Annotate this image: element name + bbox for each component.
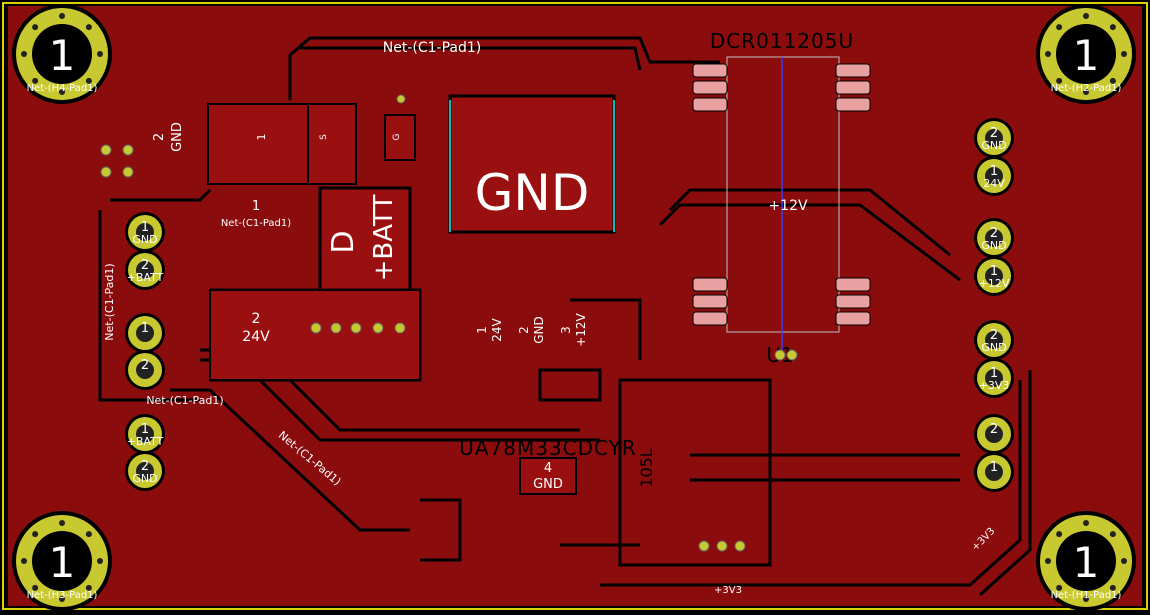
pad1-24v-name: 24V	[490, 317, 504, 341]
pad-name: GND	[981, 341, 1006, 354]
pad-number: 1	[990, 264, 998, 279]
gnd-pad-large	[448, 94, 616, 234]
pad-number: 2	[990, 226, 998, 241]
hole-net-label: Net-(H3-Pad1)	[27, 590, 98, 601]
pad2-gnd-name: GND	[532, 316, 546, 344]
l05-label: 105L	[637, 448, 656, 488]
pad2-24v-number: 2	[252, 311, 261, 327]
net-c1-top-label: Net-(C1-Pad1)	[383, 40, 481, 56]
s-label: S	[319, 134, 329, 140]
pad3-name: +12V	[574, 312, 588, 346]
hole-number: 1	[49, 31, 76, 80]
pad-1-a-number: 1	[255, 134, 268, 141]
connector-left-pad: 1	[125, 313, 165, 353]
pad-block-1	[207, 103, 309, 185]
pad-name: GND	[981, 139, 1006, 152]
pad-name: 24V	[983, 177, 1005, 190]
pad-number: 1	[141, 220, 149, 235]
pad-number: 1	[990, 366, 998, 381]
batt-pad	[318, 186, 412, 292]
connector-right-pad: 1	[974, 452, 1014, 492]
dcr-outline	[726, 56, 840, 333]
pad-name: GND	[132, 233, 157, 246]
hole-net-label: Net-(H4-Pad1)	[27, 83, 98, 94]
pad-name: +3V3	[979, 379, 1010, 392]
via-cluster	[100, 94, 798, 552]
pad4-block	[519, 457, 577, 495]
pad-number: 2	[990, 328, 998, 343]
pad4-number: 4	[544, 461, 552, 476]
batt-label: +BATT	[369, 195, 399, 282]
connectors: 1GND2+BATT121+BATT2GND2GND124V2GND1+12V2…	[125, 118, 1014, 492]
mounting-holes: 1Net-(H4-Pad1)1Net-(H2-Pad1)1Net-(H3-Pad…	[12, 4, 1136, 611]
pad-number: 1	[141, 321, 149, 336]
pad-number: 1	[990, 460, 998, 475]
p3v3-bottom-label: +3V3	[714, 585, 742, 596]
net-c1-under-label: Net-(C1-Pad1)	[146, 394, 223, 407]
hole-number: 1	[1073, 538, 1100, 587]
hole-net-label: Net-(H2-Pad1)	[1051, 83, 1122, 94]
pad-number: 2	[141, 258, 149, 273]
pad2-24v-name: 24V	[242, 329, 270, 345]
pad-number: 2	[990, 126, 998, 141]
dcr-label: DCR011205U	[710, 29, 854, 53]
d-label: D	[326, 230, 361, 253]
gnd2-name: GND	[170, 122, 185, 152]
pad-block-s	[307, 103, 357, 185]
g-label: G	[392, 133, 402, 140]
net-c1-left-label: Net-(C1-Pad1)	[103, 263, 116, 340]
pad-number: 2	[990, 422, 998, 437]
dcr-pads	[692, 63, 871, 326]
pad2-gnd-number: 2	[517, 326, 531, 334]
gnd2-number: 2	[152, 133, 167, 141]
connector-left-pad: 2	[125, 350, 165, 390]
pad-number: 2	[141, 459, 149, 474]
connector-left-pad: 2+BATT	[125, 250, 165, 290]
pad1-b-net: Net-(C1-Pad1)	[221, 218, 291, 229]
pad-number: 1	[141, 422, 149, 437]
connector-right-pad: 1+12V	[974, 256, 1014, 296]
connector-right-pad: 1+3V3	[974, 358, 1014, 398]
hole-number: 1	[1073, 31, 1100, 80]
hole-net-label: Net-(H1-Pad1)	[1051, 590, 1122, 601]
ua78-label: UA78M33CDCYR	[459, 436, 637, 460]
pad-name: GND	[132, 472, 157, 485]
p12v-center-label: +12V	[768, 198, 808, 214]
pad-name: +BATT	[127, 271, 164, 284]
hole-number: 1	[49, 538, 76, 587]
gnd-big-label: GND	[475, 164, 590, 222]
pad4-name: GND	[533, 477, 563, 492]
pad-name: +BATT	[127, 435, 164, 448]
pad-name: GND	[981, 239, 1006, 252]
pad-number: 2	[141, 358, 149, 373]
pad-number: 1	[990, 164, 998, 179]
connector-bottom-left-pad: 1+BATT	[125, 414, 165, 454]
pad-block-g	[384, 114, 416, 161]
pad-24v-block	[209, 289, 421, 381]
via-row-24v	[310, 322, 406, 334]
pad3-number: 3	[559, 326, 573, 334]
pad-name: +12V	[979, 277, 1010, 290]
pad1-24v-number: 1	[475, 326, 489, 334]
connector-right-pad: 2	[974, 414, 1014, 454]
pad1-b-number: 1	[252, 199, 260, 214]
